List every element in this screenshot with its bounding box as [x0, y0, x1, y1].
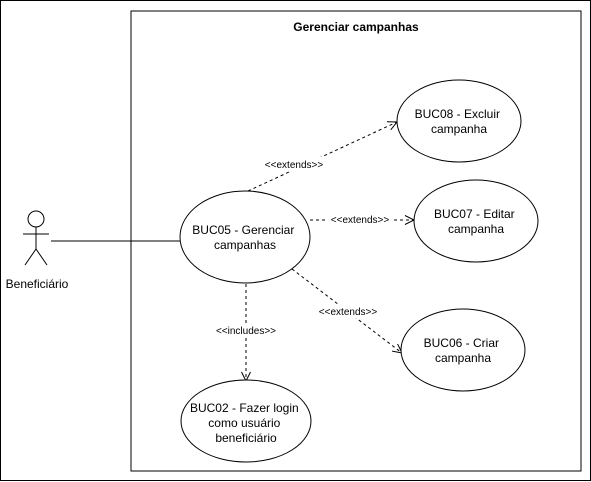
includes-label-buc02-bg: [210, 323, 282, 337]
actor-left-leg: [24, 248, 37, 266]
use-case-buc08-shape: [396, 79, 522, 163]
use-case-buc07-shape: [413, 179, 539, 263]
includes-label-buc02: <<includes>>: [216, 326, 276, 337]
use-case-buc06[interactable]: BUC06 - Criar campanha: [400, 308, 526, 392]
use-case-buc02[interactable]: BUC02 - Fazer login como usuário benefic…: [180, 379, 312, 463]
extends-label-buc07-bg: [327, 212, 393, 226]
extends-label-buc06: <<extends>>: [319, 307, 378, 318]
use-case-buc05-label: BUC05 - Gerenciar campanhas: [192, 223, 297, 252]
use-case-buc05-shape: [179, 190, 311, 284]
use-case-buc05[interactable]: BUC05 - Gerenciar campanhas: [179, 190, 311, 284]
use-case-buc08[interactable]: BUC08 - Excluir campanha: [396, 79, 522, 163]
actor-beneficiario[interactable]: Beneficiário: [6, 210, 69, 291]
use-case-buc06-label: BUC06 - Criar campanha: [424, 336, 503, 365]
actor-head: [27, 210, 45, 228]
use-case-buc06-shape: [400, 308, 526, 392]
extends-label-buc08-bg: [259, 157, 329, 171]
use-case-buc08-label: BUC08 - Excluir campanha: [415, 107, 504, 136]
extends-label-buc07: <<extends>>: [331, 215, 390, 226]
use-case-buc07-label: BUC07 - Editar campanha: [434, 207, 518, 236]
extends-label-buc08: <<extends>>: [265, 160, 324, 171]
extends-arrow-buc08: [247, 121, 399, 192]
system-title: Gerenciar campanhas: [293, 20, 419, 34]
use-case-buc07[interactable]: BUC07 - Editar campanha: [413, 179, 539, 263]
extends-label-buc06-bg: [313, 304, 383, 318]
extends-arrow-buc06: [291, 268, 403, 354]
use-case-buc02-label: BUC02 - Fazer login como usuário benefic…: [190, 401, 302, 445]
actor-right-leg: [35, 248, 48, 266]
actor-label: Beneficiário: [6, 277, 69, 291]
use-case-buc02-shape: [180, 379, 312, 463]
